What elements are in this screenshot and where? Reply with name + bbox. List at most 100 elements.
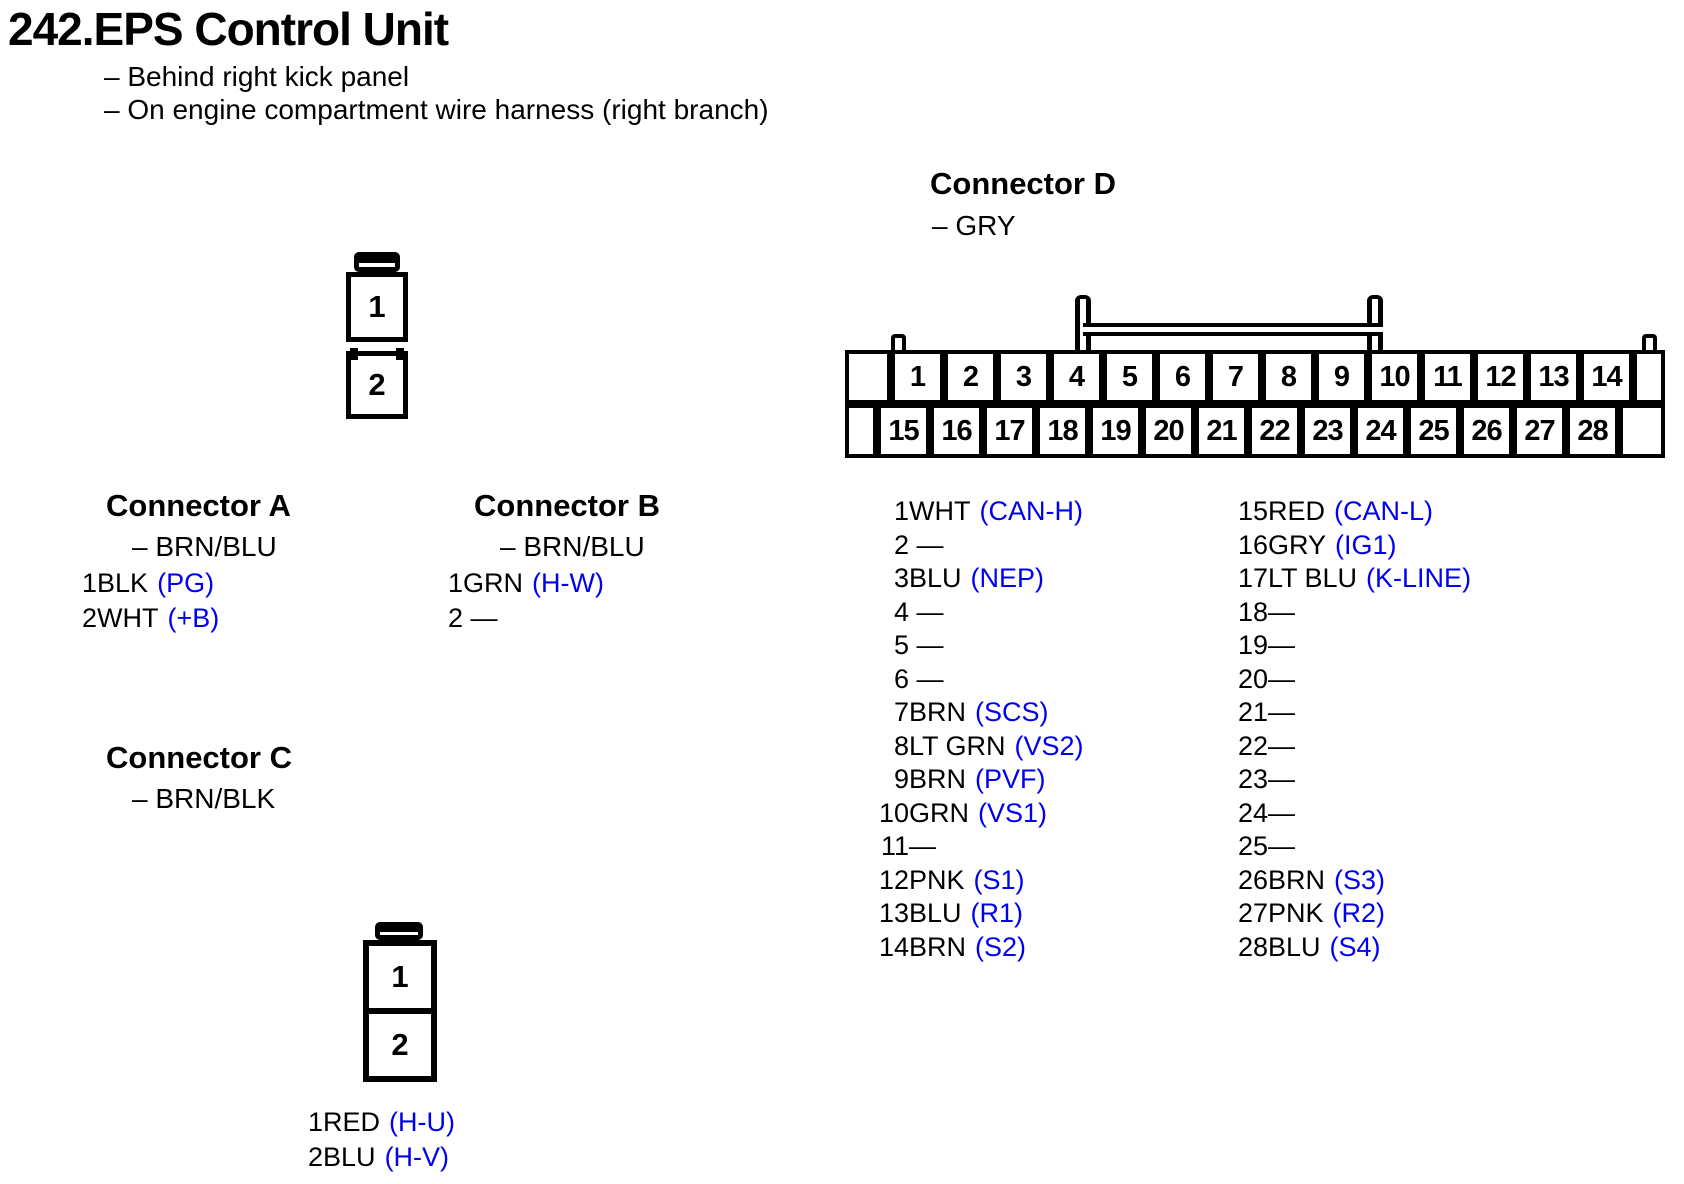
- pin-cell: 28: [1566, 404, 1619, 458]
- wire-color: RED: [323, 1107, 381, 1137]
- pin-cell: 11: [1421, 350, 1474, 404]
- wire-color: BLK: [97, 568, 149, 598]
- signal-name: (R2): [1332, 898, 1386, 928]
- pin-row: 1RED(H-U): [308, 1105, 455, 1140]
- pin-row: 21—: [1237, 696, 1471, 730]
- wire-color: —: [909, 831, 936, 861]
- connector-cap: [354, 252, 400, 272]
- wire-color: —: [1268, 663, 1295, 694]
- signal-name: (CAN-H): [979, 496, 1083, 526]
- signal-name: (IG1): [1335, 529, 1397, 560]
- pin-number: 2: [448, 603, 464, 633]
- signal-name: (K-LINE): [1366, 563, 1472, 593]
- pin-number: 20: [1237, 663, 1268, 694]
- signal-name: (PVF): [975, 764, 1046, 794]
- pin-row: 9BRN(PVF): [878, 763, 1084, 797]
- shell-narrow-cell: [845, 404, 877, 458]
- mount-tab-left: [891, 334, 906, 352]
- pin-number: 10: [878, 797, 909, 828]
- pin-number: 14: [878, 931, 909, 962]
- wire-color: GRY: [1268, 529, 1327, 560]
- pin-cell: 18: [1036, 404, 1089, 458]
- signal-name: (VS1): [978, 797, 1048, 828]
- pin-cell: 4: [1050, 350, 1103, 404]
- connector-ab-diagram: 1 2: [345, 252, 411, 419]
- signal-name: (PG): [157, 568, 215, 598]
- signal-name: (S2): [975, 931, 1027, 962]
- pin-cell: 27: [1513, 404, 1566, 458]
- pin-cell: 3: [997, 350, 1050, 404]
- wire-color: GRN: [463, 568, 524, 598]
- wire-color: —: [1268, 831, 1295, 861]
- wire-color: RED: [1268, 496, 1326, 526]
- pin-row: 24—: [1237, 797, 1471, 831]
- pin-number: 19: [1237, 630, 1268, 660]
- signal-name: (VS2): [1014, 730, 1084, 761]
- pin-cell: 5: [1103, 350, 1156, 404]
- wire-color: GRN: [909, 797, 969, 828]
- wire-color: LT GRN: [909, 730, 1006, 761]
- pin-row: 10GRN (VS1): [878, 797, 1084, 831]
- pin-row: 28BLU(S4): [1237, 931, 1471, 965]
- mount-tab-right: [1642, 334, 1657, 352]
- pin-number: 18: [1237, 596, 1268, 627]
- pin-number: 24: [1237, 797, 1268, 828]
- pin-row: 1BLK(PG): [82, 566, 219, 601]
- pin-cell: 20: [1142, 404, 1195, 458]
- signal-name: (NEP): [970, 563, 1045, 593]
- pin-cell: 1: [891, 350, 944, 404]
- connector-c-heading: Connector C: [106, 740, 292, 775]
- pin-row: 20—: [1237, 663, 1471, 697]
- pin-row: 2 —: [878, 529, 1084, 563]
- pin-row: 2BLU(H-V): [308, 1140, 455, 1175]
- diagram-pin-cell-2: 2: [346, 348, 408, 419]
- pin-number: 6: [893, 663, 909, 694]
- connector-b-color-note: – BRN/BLU: [500, 531, 645, 562]
- pin-row: 14BRN (S2): [878, 931, 1084, 965]
- pin-cell: 24: [1354, 404, 1407, 458]
- pin-row: 25—: [1237, 830, 1471, 864]
- pin-number: 17: [1237, 563, 1268, 593]
- pin-number: 23: [1237, 764, 1268, 794]
- shell-spacer-cell: [845, 350, 891, 404]
- pin-number: 2: [82, 603, 98, 633]
- pin-cell: 15: [877, 404, 930, 458]
- location-notes: – Behind right kick panel – On engine co…: [104, 60, 769, 126]
- pin-number: 1: [893, 496, 909, 526]
- pin-number: 3: [893, 563, 909, 593]
- connector-b-pin-list: 1GRN(H-W) 2 —: [448, 566, 604, 636]
- pin-number: 8: [893, 730, 909, 761]
- pin-cell-label: 1: [368, 289, 386, 324]
- diagram-pin-cell-1: 1: [369, 946, 431, 1011]
- connector-d-heading: Connector D: [930, 166, 1116, 201]
- pin-row: 2 —: [448, 601, 604, 636]
- interlock-nub: [350, 348, 358, 360]
- pin-cell: 10: [1368, 350, 1421, 404]
- connector-c-body: 1 2: [363, 940, 437, 1082]
- pin-cell-label: 2: [368, 367, 386, 402]
- pin-cell: 2: [944, 350, 997, 404]
- pin-row: 18—: [1237, 596, 1471, 630]
- pin-row: 1WHT(CAN-H): [878, 495, 1084, 529]
- signal-name: (H-U): [389, 1107, 456, 1137]
- latch-bar: [1083, 323, 1383, 336]
- pin-number: 2: [893, 529, 909, 560]
- wire-color: BLU: [909, 898, 962, 928]
- signal-name: (H-V): [384, 1142, 450, 1172]
- pin-cell: 14: [1580, 350, 1633, 404]
- pin-cell-label: 1: [391, 959, 409, 994]
- wire-color: —: [1268, 697, 1295, 727]
- wire-color: —: [1268, 630, 1295, 660]
- pin-row: 4 —: [878, 596, 1084, 630]
- pin-number: 2: [308, 1142, 324, 1172]
- connector-c-color-note: – BRN/BLK: [132, 783, 276, 814]
- pin-number: 22: [1237, 730, 1268, 761]
- pin-number: 16: [1237, 529, 1268, 560]
- wire-color: BRN: [909, 931, 967, 962]
- wire-color: —: [463, 603, 498, 633]
- interlock-nub: [396, 348, 404, 360]
- wire-color: —: [1268, 730, 1295, 761]
- signal-name: (S1): [973, 864, 1025, 895]
